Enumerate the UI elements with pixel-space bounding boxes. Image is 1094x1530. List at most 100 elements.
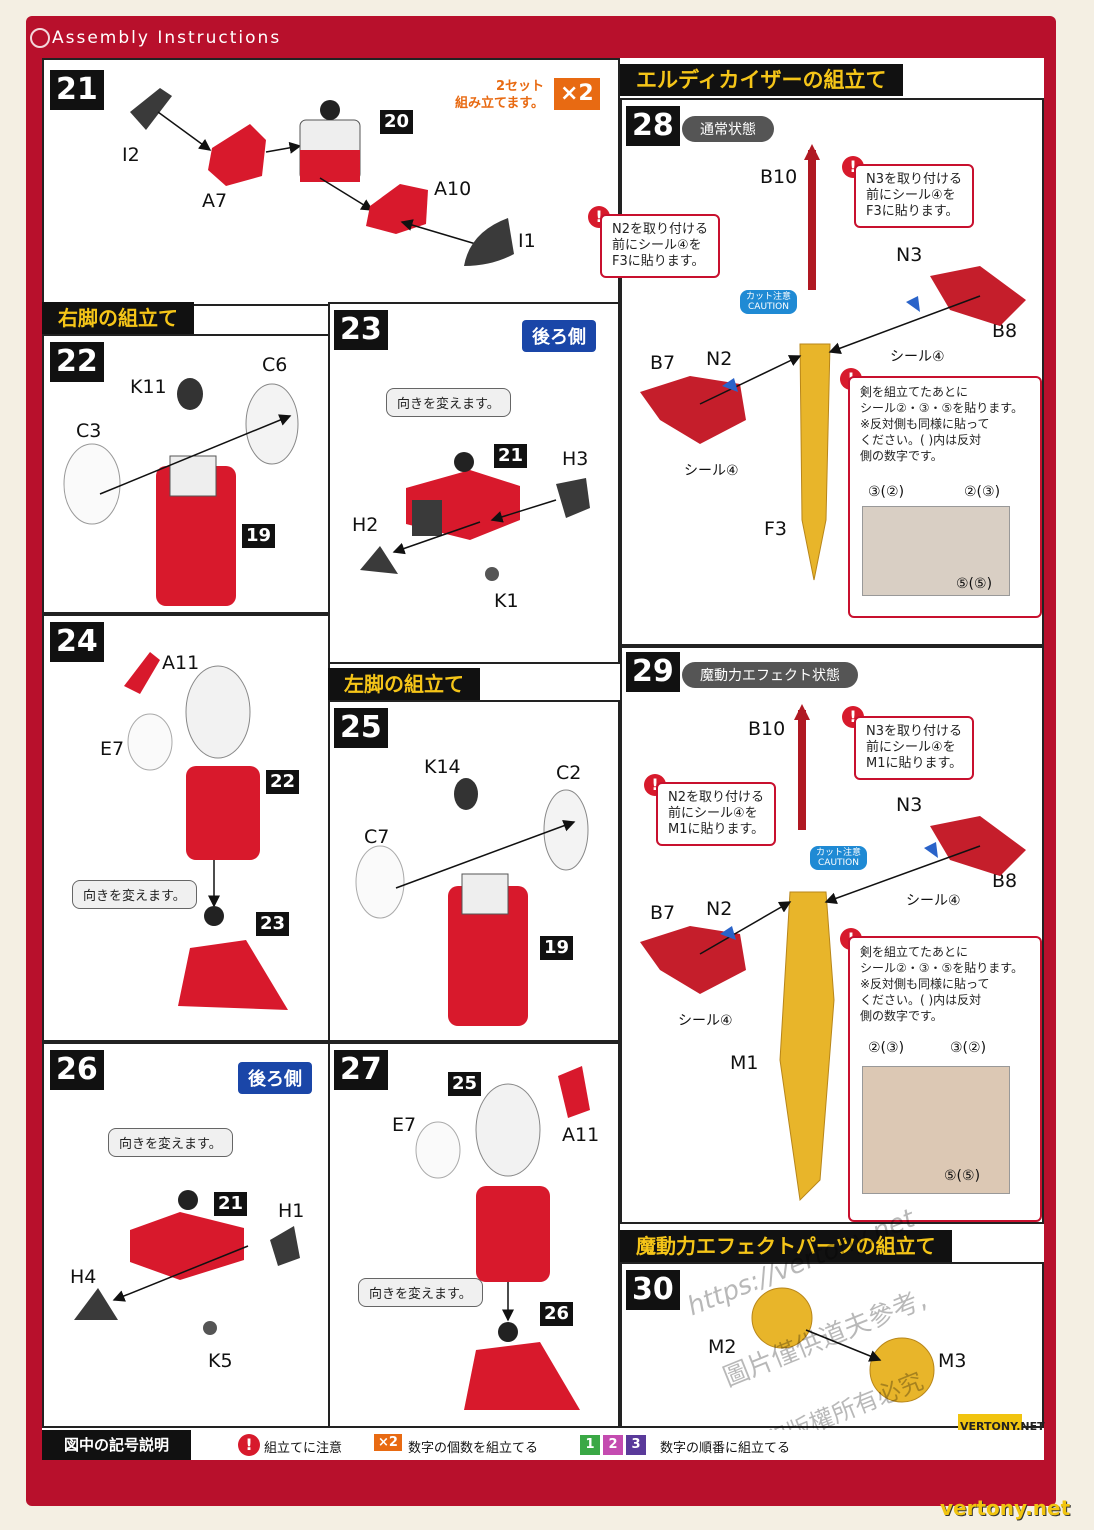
legend-title: 図中の記号説明 — [42, 1430, 192, 1460]
legend-order-text: 数字の順番に組立てる — [660, 1441, 791, 1456]
step-26-number: 26 — [50, 1050, 104, 1090]
part-label: シール④ — [678, 1013, 733, 1029]
part-label: M3 — [938, 1350, 967, 1372]
step-25-parts — [355, 778, 589, 1026]
section-effect-parts: 魔動力エフェクトパーツの組立て — [620, 1230, 952, 1262]
section-left-leg: 左脚の組立て — [328, 668, 480, 700]
part-label: ③(②) — [950, 1040, 987, 1056]
part-label: I2 — [122, 144, 140, 166]
watermark-site: vertony.net — [940, 1496, 1071, 1520]
legend-x2-badge: ×2 — [374, 1434, 402, 1451]
part-label: B10 — [760, 166, 798, 188]
part-label: E7 — [100, 738, 125, 760]
photo-effect-stickers — [862, 1066, 1010, 1194]
note-n3: N3を取り付ける 前にシール④を F3に貼ります。 — [854, 164, 974, 228]
part-label: シール④ — [684, 463, 739, 479]
ref-tag: 26 — [540, 1302, 574, 1326]
step-29-number: 29 — [626, 652, 680, 692]
part-label: B7 — [650, 902, 676, 924]
step-21-parts — [130, 88, 514, 266]
part-label: B8 — [992, 320, 1018, 342]
part-label: A10 — [434, 178, 472, 200]
part-label: M1 — [730, 1052, 759, 1074]
part-label: B10 — [748, 718, 786, 740]
legend-x2-text: 数字の個数を組立てる — [408, 1441, 539, 1456]
part-label: H3 — [562, 448, 589, 470]
part-label: ②(③) — [868, 1040, 905, 1056]
page-header-title: Assembly Instructions — [52, 28, 282, 48]
note-sword-text: 剣を組立てたあとに シール②・③・⑤を貼ります。 ※反対側も同様に貼って くださ… — [860, 385, 1024, 463]
part-label: K11 — [130, 376, 167, 398]
step-28-number: 28 — [626, 106, 680, 146]
note-n2: N2を取り付ける 前にシール④を F3に貼ります。 — [600, 214, 720, 278]
mode-pill: 通常状態 — [682, 116, 774, 142]
order-num-2: 2 — [603, 1435, 623, 1455]
part-label: A11 — [562, 1124, 600, 1146]
section-eldikaiser: エルディカイザーの組立て — [620, 64, 903, 96]
part-label: H4 — [70, 1266, 97, 1288]
x2-text: 2セット 組み立てます。 — [455, 79, 545, 111]
part-label: C2 — [556, 762, 582, 784]
step-30-parts — [751, 1287, 935, 1403]
order-num-1: 1 — [580, 1435, 600, 1455]
part-label: N3 — [896, 244, 923, 266]
part-label: N2 — [706, 898, 733, 920]
part-label: K1 — [494, 590, 519, 612]
back-side-tag: 後ろ側 — [522, 320, 596, 352]
step-30-number: 30 — [626, 1270, 680, 1310]
ref-tag: 21 — [214, 1192, 248, 1216]
part-label: A7 — [202, 190, 228, 212]
ref-tag: 25 — [448, 1072, 482, 1096]
logo-icon — [30, 28, 50, 48]
photo-sword-stickers — [862, 506, 1010, 596]
part-label: C3 — [76, 420, 102, 442]
part-label: B8 — [992, 870, 1018, 892]
turn-bubble: 向きを変えます。 — [108, 1128, 233, 1157]
step-27-parts — [415, 1066, 590, 1410]
step-30-panel — [620, 1262, 1044, 1428]
turn-bubble: 向きを変えます。 — [358, 1278, 483, 1307]
step-22-parts — [63, 378, 299, 606]
section-right-leg: 右脚の組立て — [42, 302, 194, 334]
back-side-tag: 後ろ側 — [238, 1062, 312, 1094]
part-label: シール④ — [890, 349, 945, 365]
ref-tag: 21 — [494, 444, 528, 468]
part-label: シール④ — [906, 893, 961, 909]
step-22-number: 22 — [50, 342, 104, 382]
order-num-3: 3 — [626, 1435, 646, 1455]
part-label: A11 — [162, 652, 200, 674]
step-26-parts — [74, 1190, 300, 1335]
part-label: B7 — [650, 352, 676, 374]
step-21-panel — [42, 58, 620, 306]
turn-bubble: 向きを変えます。 — [386, 388, 511, 417]
part-label: K14 — [424, 756, 461, 778]
part-label: C7 — [364, 826, 390, 848]
part-label: N2 — [706, 348, 733, 370]
part-label: H2 — [352, 514, 379, 536]
part-label: E7 — [392, 1114, 417, 1136]
part-label: ③(②) — [868, 484, 905, 500]
step-21-number: 21 — [50, 70, 104, 110]
part-label: F3 — [764, 518, 788, 540]
part-label: ⑤(⑤) — [956, 576, 993, 592]
part-label: C6 — [262, 354, 288, 376]
x2-badge: ×2 — [554, 78, 600, 110]
ref-tag: 23 — [256, 912, 290, 936]
turn-bubble: 向きを変えます。 — [72, 880, 197, 909]
caution-badge: カット注意 CAUTION — [810, 846, 868, 870]
part-label: N3 — [896, 794, 923, 816]
step-25-number: 25 — [334, 708, 388, 748]
caution-badge: カット注意 CAUTION — [740, 290, 798, 314]
ref-tag: 19 — [242, 524, 276, 548]
warning-icon: ! — [238, 1434, 260, 1456]
note-n3: N3を取り付ける 前にシール④を M1に貼ります。 — [854, 716, 975, 780]
legend-warn-text: 組立てに注意 — [264, 1441, 343, 1456]
part-label: M2 — [708, 1336, 737, 1358]
step-23-number: 23 — [334, 310, 388, 350]
step-24-number: 24 — [50, 622, 104, 662]
step-27-number: 27 — [334, 1050, 388, 1090]
step-28-parts — [640, 144, 1026, 581]
